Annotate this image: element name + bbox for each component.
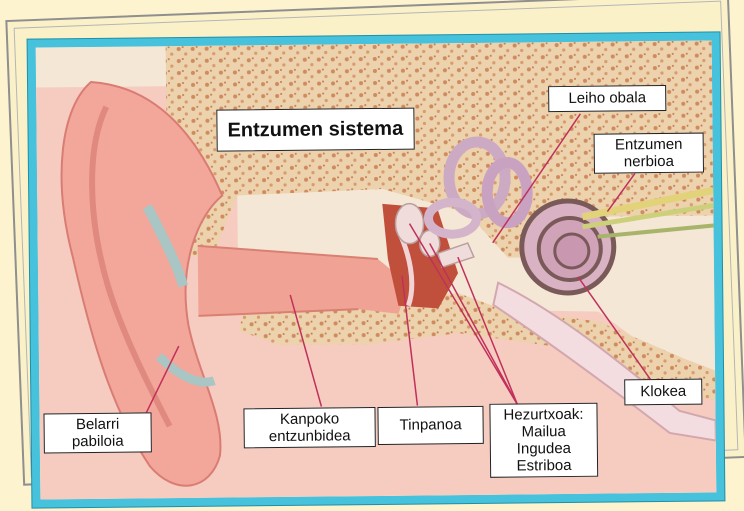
label-tinpanoa: Tinpanoa xyxy=(377,406,483,445)
label-hezurtxoak: Hezurtxoak: Mailua Ingudea Estriboa xyxy=(489,403,598,478)
ear-diagram-panel: Entzumen sistema Leiho obala Entzumen ne… xyxy=(36,40,717,499)
diagram-frame: Entzumen sistema Leiho obala Entzumen ne… xyxy=(28,32,725,507)
malleus-bone xyxy=(395,204,423,244)
label-klokea: Klokea xyxy=(624,379,702,406)
label-kanpoko-entzunbidea: Kanpoko entzunbidea xyxy=(243,407,375,448)
cochlea-turn-3 xyxy=(555,234,589,268)
label-leiho-obala: Leiho obala xyxy=(548,85,666,112)
label-entzumen-nerbioa: Entzumen nerbioa xyxy=(594,133,704,174)
diagram-title: Entzumen sistema xyxy=(216,108,414,152)
label-belarri-pabiloia: Belarri pabiloia xyxy=(43,412,151,453)
